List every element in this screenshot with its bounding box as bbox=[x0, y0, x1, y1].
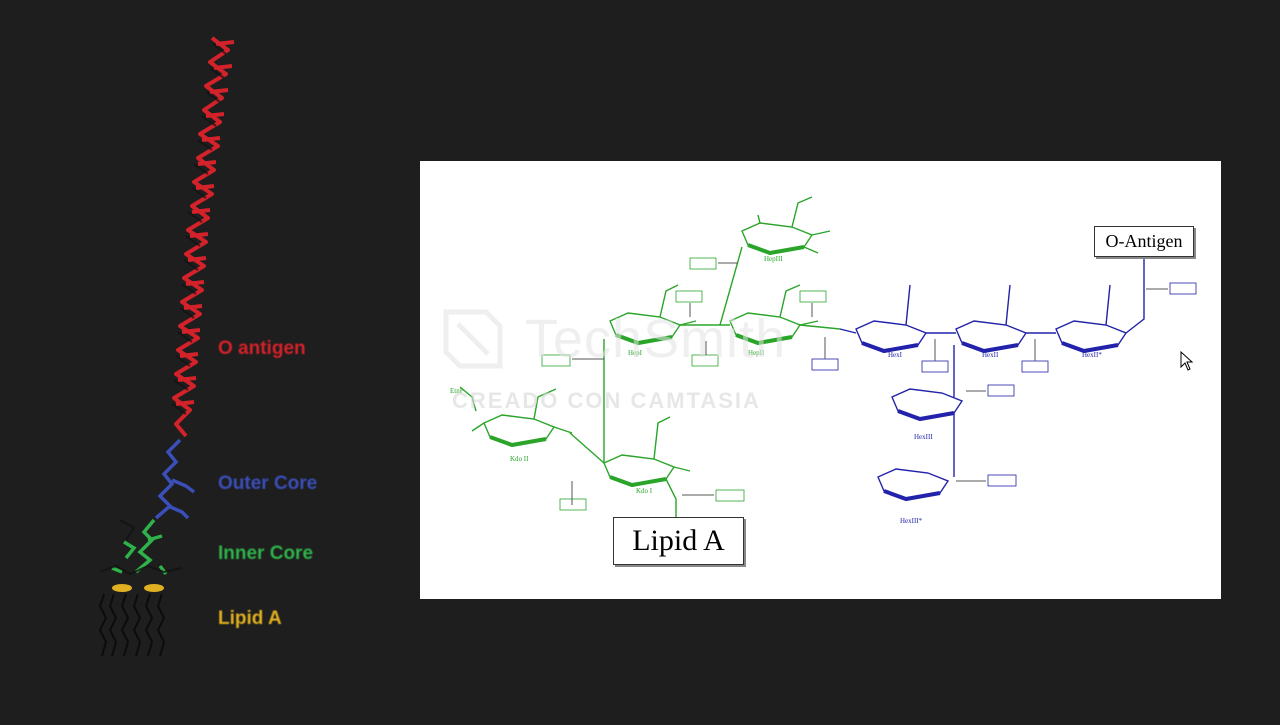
svg-text:HexII*: HexII* bbox=[1082, 351, 1102, 359]
o-antigen-box: O-Antigen bbox=[1094, 226, 1194, 257]
svg-text:Kdo II: Kdo II bbox=[510, 455, 529, 463]
svg-text:HepI: HepI bbox=[628, 349, 643, 357]
legend-inner-core: Inner Core bbox=[218, 543, 314, 564]
svg-text:HexIII: HexIII bbox=[914, 433, 933, 441]
lps-schematic-panel: O antigen Outer Core Inner Core Lipid A bbox=[0, 0, 420, 720]
svg-text:HexI: HexI bbox=[888, 351, 903, 359]
lipid-a-tails bbox=[98, 593, 166, 657]
lipid-a-heads bbox=[112, 584, 164, 592]
lps-molecule-illustration bbox=[98, 36, 235, 657]
inner-core-sugars bbox=[459, 196, 841, 517]
lipid-a-box: Lipid A bbox=[613, 517, 744, 565]
legend-outer-core: Outer Core bbox=[218, 473, 318, 494]
outer-core-chain bbox=[154, 438, 196, 520]
core-structure-drawing: HexI HexII HexII* HexIII HexIII* HepIII … bbox=[450, 196, 1197, 525]
inner-core-chain bbox=[111, 518, 168, 576]
svg-text:EtnP: EtnP bbox=[450, 387, 464, 395]
svg-text:HepIII: HepIII bbox=[764, 255, 783, 263]
lps-core-structure-diagram: HexI HexII HexII* HexIII HexIII* HepIII … bbox=[420, 161, 1221, 599]
outer-core-sugars bbox=[839, 257, 1145, 502]
mouse-cursor-icon bbox=[1180, 351, 1194, 371]
svg-text:HexIII*: HexIII* bbox=[900, 517, 923, 525]
svg-text:Kdo I: Kdo I bbox=[636, 487, 653, 495]
svg-text:HexII: HexII bbox=[982, 351, 999, 359]
legend-o-antigen: O antigen bbox=[218, 338, 306, 359]
o-antigen-chain bbox=[172, 36, 235, 438]
svg-text:HepII: HepII bbox=[748, 349, 765, 357]
enzyme-labels: HexI HexII HexII* HexIII HexIII* HepIII … bbox=[450, 255, 1197, 525]
legend-lipid-a: Lipid A bbox=[218, 608, 282, 629]
